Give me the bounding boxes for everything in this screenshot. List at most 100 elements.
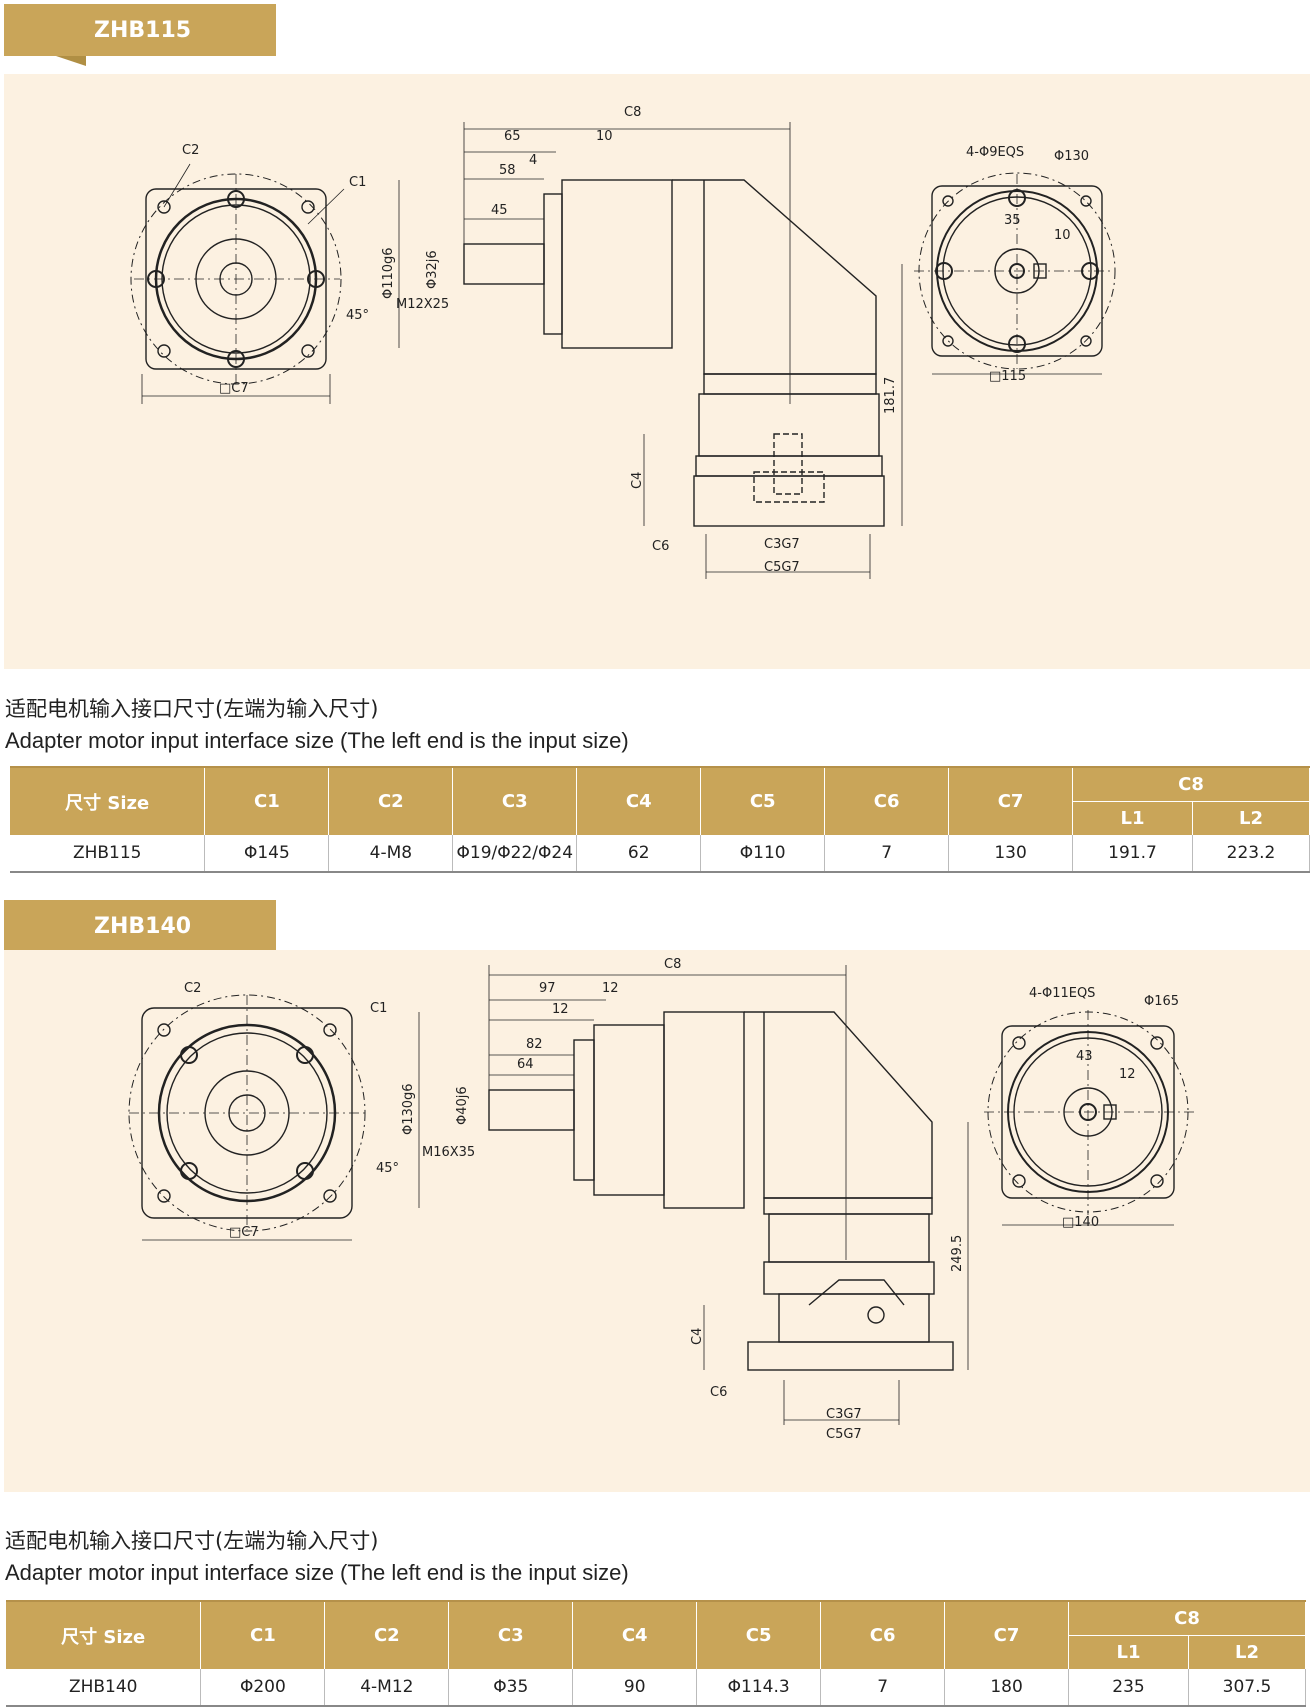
drawing-svg: C2 C1 □C7 45° C8 97 12 12 82 64 Φ130g6 Φ… [128,957,1194,1442]
drawing-svg: C2 C1 □C7 45° C8 65 10 4 58 45 Φ110g6 Φ3… [130,105,1116,579]
label-dim-e: 45 [491,203,508,218]
technical-drawing: C2 C1 □C7 45° C8 65 10 4 58 45 Φ110g6 Φ3… [4,74,1310,669]
label-c1: C1 [349,175,366,190]
label-square: □140 [1062,1215,1099,1230]
cell-c2: 4-M8 [328,835,454,873]
header-c1: C1 [200,1600,326,1669]
label-c7: □C7 [229,1225,259,1240]
caption: 适配电机输入接口尺寸(左端为输入尺寸) Adapter motor input … [5,1526,629,1588]
label-height: 181.7 [883,377,898,414]
spec-table: 尺寸 Size C1 C2 C3 C4 C5 C6 C7 C8 L1 L2 ZH… [6,1600,1307,1707]
header-c2: C2 [328,766,454,835]
label-c3: C3G7 [764,537,800,552]
model-tag: ZHB140 [4,900,276,962]
label-key-d: 10 [1054,228,1071,243]
cell-c7: 180 [944,1669,1070,1707]
caption: 适配电机输入接口尺寸(左端为输入尺寸) Adapter motor input … [5,694,629,756]
input-shaft [488,1089,575,1131]
caption-en: Adapter motor input interface size (The … [5,728,629,753]
technical-drawing: C2 C1 □C7 45° C8 97 12 12 82 64 Φ130g6 Φ… [4,950,1310,1492]
label-height: 249.5 [950,1235,965,1272]
label-phi-flange: Φ110g6 [381,247,396,299]
motor-adapter [561,179,673,349]
label-dim-b: 10 [596,129,613,144]
header-size: 尺寸 Size [6,1600,202,1669]
header-c3: C3 [452,766,578,835]
cell-c2: 4-M12 [324,1669,450,1707]
label-angle: 45° [346,308,369,323]
header-c7: C7 [944,1600,1070,1669]
label-dim-d: 58 [499,163,516,178]
cell-l1: 235 [1068,1669,1189,1707]
label-thread: M12X25 [396,297,449,312]
header-l2: L2 [1188,1635,1307,1669]
label-key-w: 35 [1004,213,1021,228]
cell-c4: 90 [572,1669,698,1707]
header-c5: C5 [696,1600,822,1669]
input-shaft [463,243,545,285]
header-c8: C8 [1068,1600,1306,1636]
header-l1: L1 [1072,801,1193,835]
model-tag-label: ZHB140 [94,913,192,939]
label-c5: C5G7 [764,560,800,575]
label-holes: 4-Φ11EQS [1029,986,1095,1001]
label-c2: C2 [182,143,199,158]
label-phi-flange: Φ130g6 [401,1083,416,1135]
cell-size: ZHB115 [10,835,206,873]
label-key-d: 12 [1119,1067,1136,1082]
label-dim-c: 12 [552,1002,569,1017]
cell-c6: 7 [824,835,950,873]
cell-c5: Φ114.3 [696,1669,822,1707]
table-row: ZHB115 Φ145 4-M8 Φ19/Φ22/Φ24 62 Φ110 7 1… [10,835,1311,873]
cell-c4: 62 [576,835,702,873]
label-dim-a: 97 [539,981,556,996]
header-size: 尺寸 Size [10,766,206,835]
label-c7: □C7 [219,381,249,396]
cell-c6: 7 [820,1669,946,1707]
header-c1: C1 [204,766,330,835]
model-tag-label: ZHB115 [94,17,192,43]
label-c8: C8 [664,957,681,972]
header-c3: C3 [448,1600,574,1669]
label-dim-a: 65 [504,129,521,144]
cell-c3: Φ19/Φ22/Φ24 [452,835,578,873]
caption-en: Adapter motor input interface size (The … [5,1560,629,1585]
header-c4: C4 [576,766,702,835]
cell-l2: 307.5 [1188,1669,1307,1707]
spec-table: 尺寸 Size C1 C2 C3 C4 C5 C6 C7 C8 L1 L2 ZH… [10,766,1311,873]
label-c6: C6 [710,1385,727,1400]
label-thread: M16X35 [422,1145,475,1160]
cell-l2: 223.2 [1192,835,1311,873]
caption-cn: 适配电机输入接口尺寸(左端为输入尺寸) [5,1529,379,1553]
label-c5: C5G7 [826,1427,862,1442]
label-c4: C4 [630,472,645,489]
cell-l1: 191.7 [1072,835,1193,873]
header-c7: C7 [948,766,1074,835]
header-c6: C6 [824,766,950,835]
label-dim-e: 64 [517,1057,534,1072]
header-c8: C8 [1072,766,1310,802]
label-phi-pcd: Φ165 [1144,994,1179,1009]
label-square: □115 [989,369,1026,384]
label-dim-d: 82 [526,1037,543,1052]
cell-c1: Φ200 [200,1669,326,1707]
model-tag: ZHB115 [4,4,276,66]
label-dim-c: 4 [529,153,537,168]
label-c2: C2 [184,981,201,996]
cell-c1: Φ145 [204,835,330,873]
output-flange [693,475,885,527]
cell-c5: Φ110 [700,835,826,873]
cell-size: ZHB140 [6,1669,202,1707]
label-c3: C3G7 [826,1407,862,1422]
header-c6: C6 [820,1600,946,1669]
header-c2: C2 [324,1600,450,1669]
label-phi-shaft: Φ32j6 [425,250,440,289]
header-l2: L2 [1192,801,1311,835]
cell-c7: 130 [948,835,1074,873]
label-holes: 4-Φ9EQS [966,145,1024,160]
output-flange [747,1341,954,1371]
table-row: ZHB140 Φ200 4-M12 Φ35 90 Φ114.3 7 180 23… [6,1669,1307,1707]
motor-adapter [663,1011,745,1209]
label-c8: C8 [624,105,641,120]
label-phi-shaft: Φ40j6 [455,1086,470,1125]
